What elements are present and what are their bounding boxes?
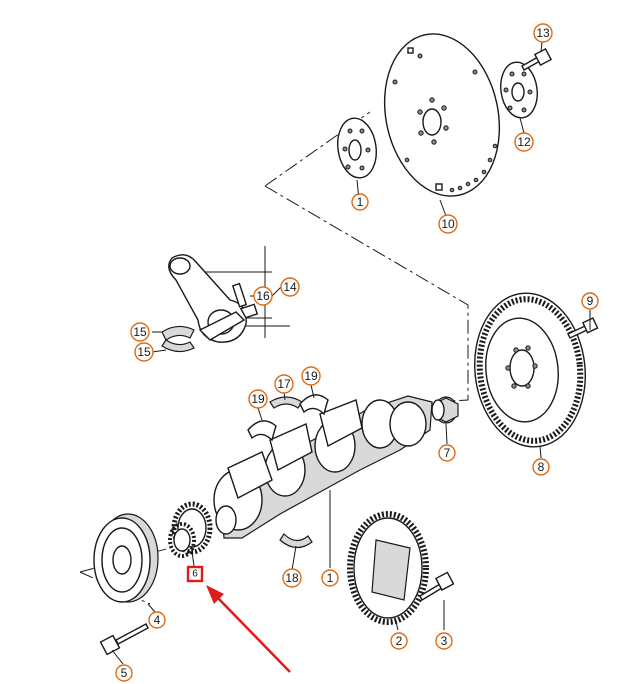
thrust-washer-right	[299, 394, 329, 416]
callout-2[interactable]: 2	[390, 632, 408, 650]
callout-label: 7	[444, 446, 451, 460]
red-pointer-arrow	[206, 585, 291, 673]
callout-label: 2	[396, 634, 403, 648]
callout-17[interactable]: 17	[274, 374, 294, 394]
callout-label: 18	[285, 571, 299, 585]
callout-14[interactable]: 14	[280, 277, 300, 297]
callout-label: 15	[137, 345, 151, 359]
callout-3[interactable]: 3	[435, 632, 453, 650]
crankshaft-sprocket	[168, 501, 213, 558]
callout-label: 5	[121, 666, 128, 680]
callout-label: 3	[441, 634, 448, 648]
spacer-plate-front	[337, 117, 377, 179]
callout-10[interactable]: 10	[438, 214, 458, 234]
callout-8[interactable]: 8	[532, 458, 550, 476]
flywheel	[474, 292, 586, 448]
callout-label: 15	[133, 325, 147, 339]
callout-label: 4	[154, 613, 161, 627]
highlight-callout-6[interactable]: 6	[186, 551, 204, 583]
callout-12[interactable]: 12	[514, 132, 534, 152]
damper-bolt	[99, 623, 149, 656]
callout-19-right[interactable]: 19	[301, 366, 321, 386]
conrod-bearing-shell-upper	[161, 325, 195, 341]
main-bearing-shell-upper	[269, 396, 303, 409]
sender-wheel	[347, 511, 429, 625]
callout-label: 10	[441, 217, 455, 231]
callout-18[interactable]: 18	[282, 568, 302, 588]
callout-label: 9	[587, 294, 594, 308]
callout-label: 1	[357, 195, 364, 209]
callout-15-lower[interactable]: 15	[134, 342, 154, 362]
callout-5[interactable]: 5	[115, 664, 133, 682]
conrod-bolt	[231, 282, 259, 319]
bolt-flexplate	[521, 47, 553, 71]
callout-1-crank[interactable]: 1	[321, 569, 339, 587]
callout-label: 13	[536, 26, 550, 40]
callout-label: 14	[283, 280, 297, 294]
callout-13[interactable]: 13	[533, 23, 553, 43]
callout-label: 12	[517, 135, 531, 149]
vibration-damper-pulley	[93, 513, 159, 603]
callout-16[interactable]: 16	[253, 286, 273, 306]
crankshaft	[213, 395, 433, 539]
drive-plate	[383, 33, 501, 197]
callout-label: 17	[277, 377, 291, 391]
main-bearing-shell-lower	[279, 533, 313, 549]
spacer-plate-rear	[500, 61, 538, 119]
callout-9[interactable]: 9	[581, 292, 599, 310]
callout-label: 1	[327, 571, 334, 585]
callout-label: 16	[256, 289, 270, 303]
callout-4[interactable]: 4	[148, 611, 166, 629]
callout-19-left[interactable]: 19	[248, 389, 268, 409]
callout-label: 19	[251, 392, 265, 406]
callout-1-top[interactable]: 1	[351, 193, 369, 211]
callout-label: 19	[304, 369, 318, 383]
connecting-rod	[168, 254, 247, 343]
callout-15-upper[interactable]: 15	[130, 322, 150, 342]
sender-wheel-bolt	[419, 571, 455, 601]
conrod-bearing-shell-lower	[161, 339, 195, 353]
thrust-washer-left	[247, 420, 277, 442]
callout-7[interactable]: 7	[438, 444, 456, 462]
highlight-label: 6	[192, 569, 198, 580]
leader-lines	[111, 41, 591, 665]
callout-label: 8	[538, 460, 545, 474]
needle-bearing	[431, 396, 459, 424]
